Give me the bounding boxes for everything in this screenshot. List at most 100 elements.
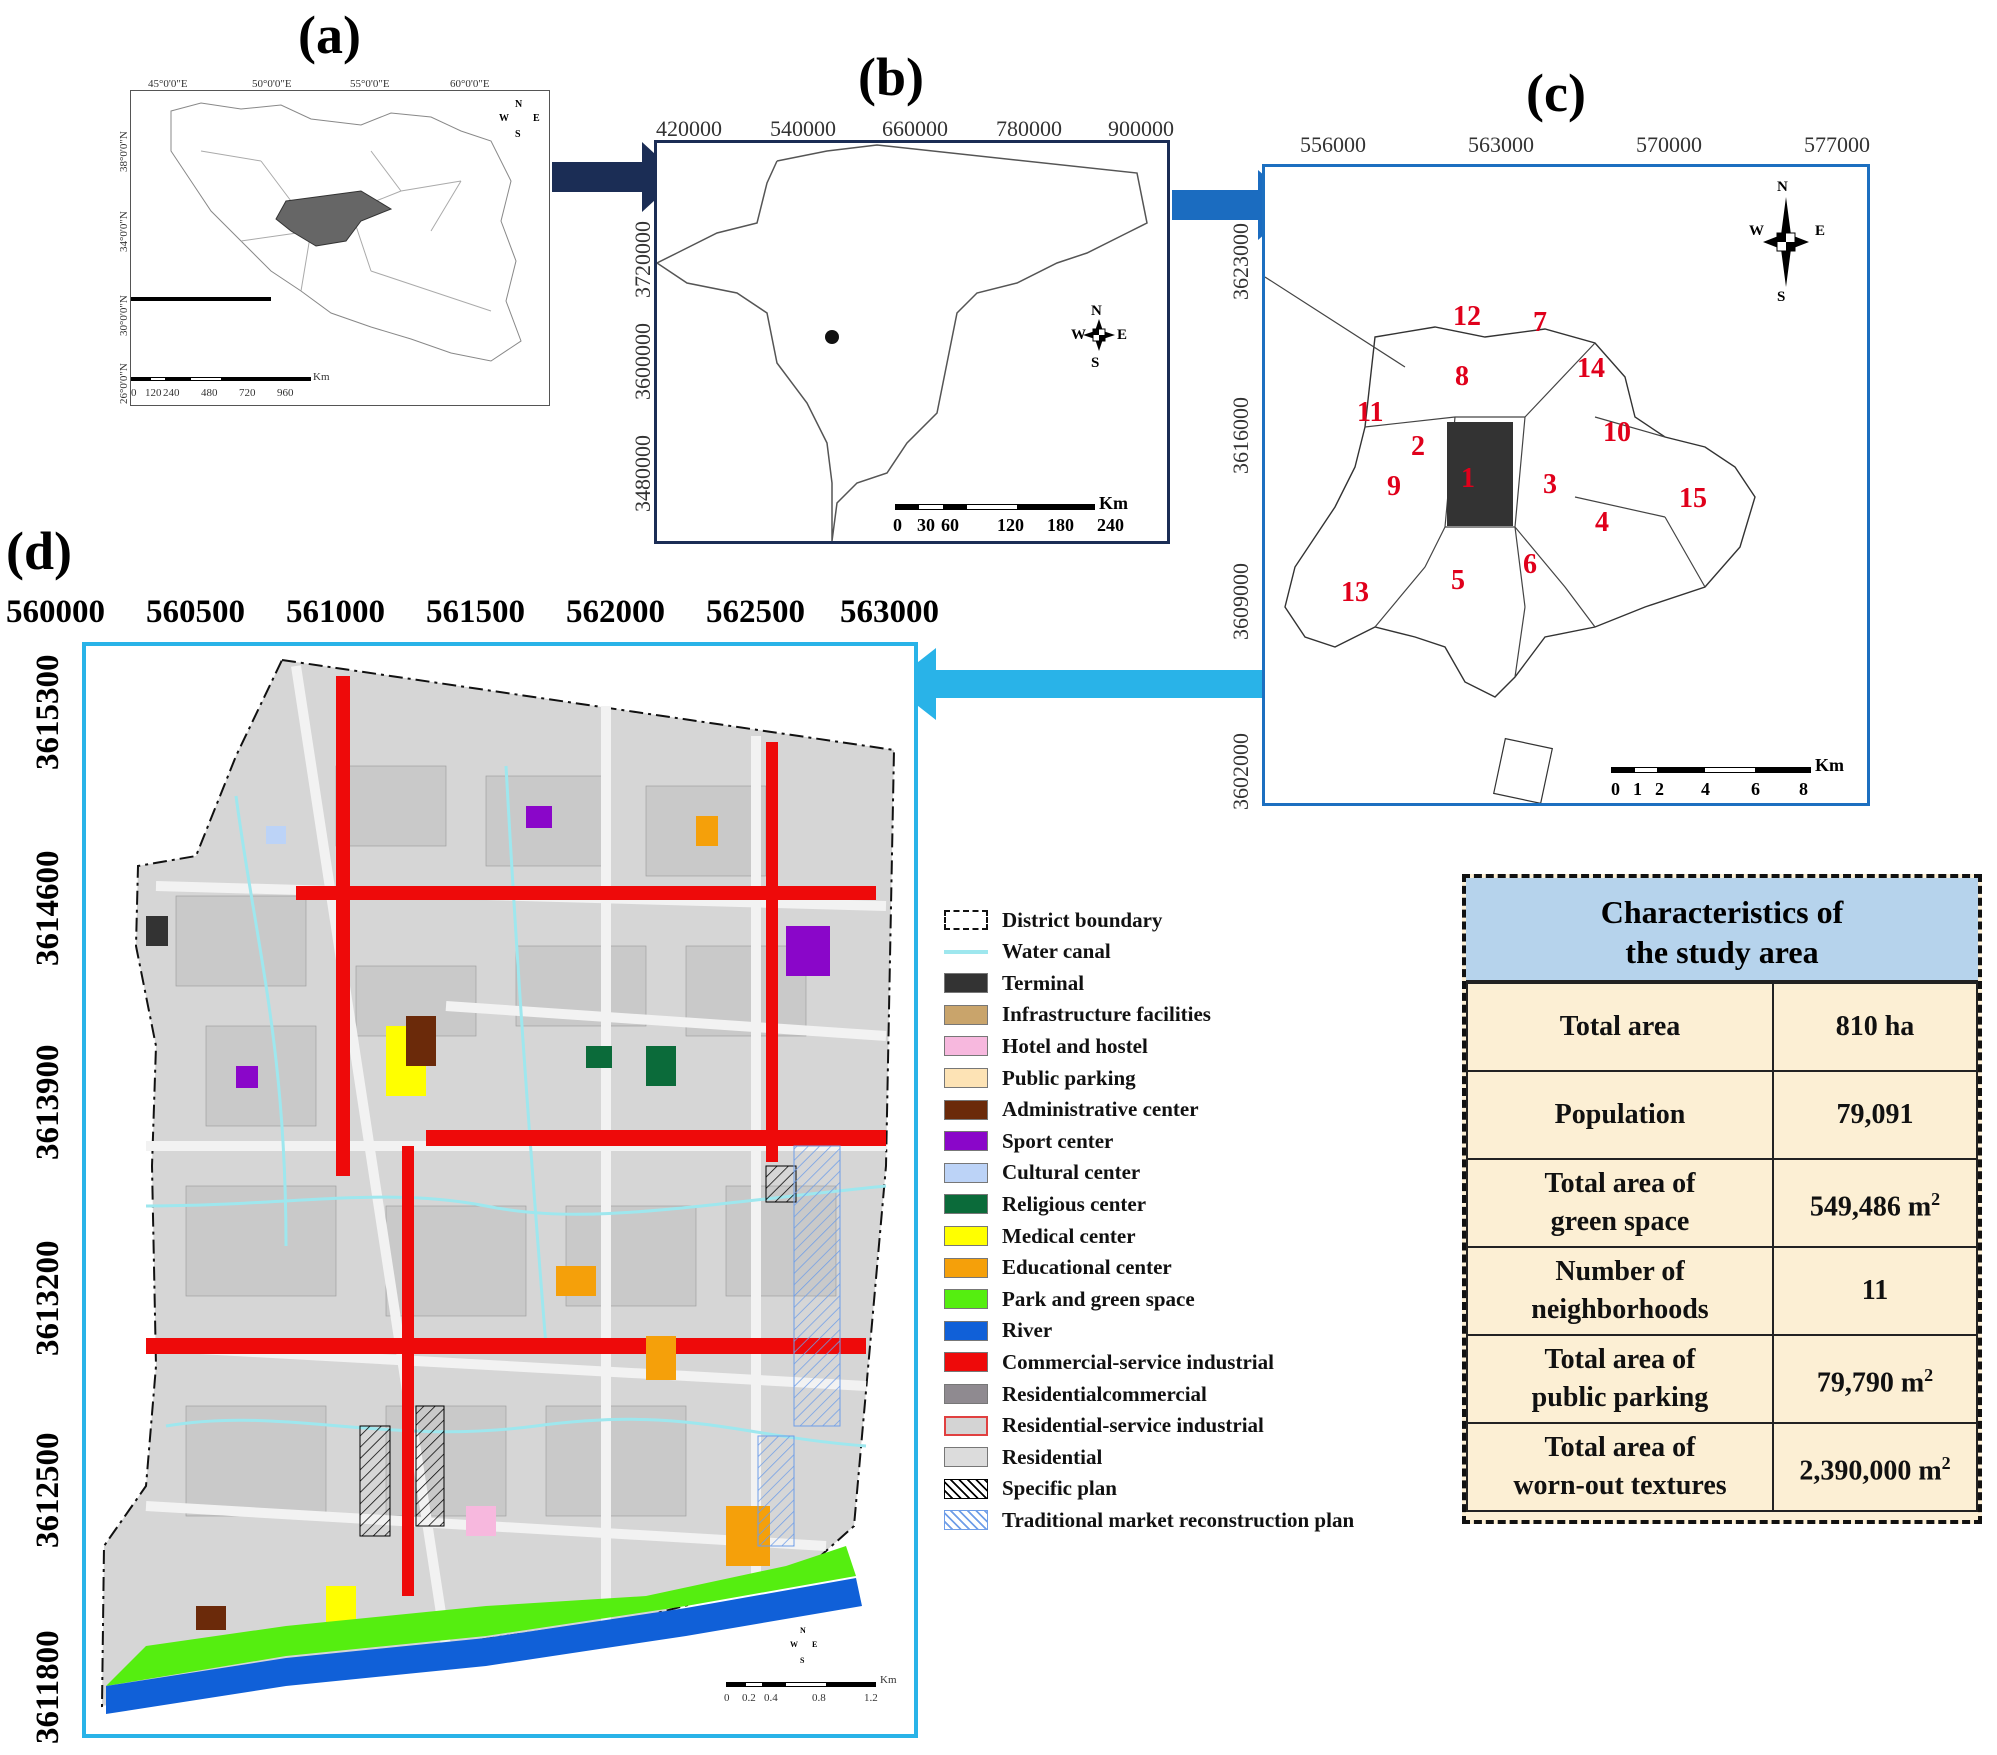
panel-label-d: (d) (6, 521, 72, 581)
coord-c-left-3: 3602000 (1228, 733, 1253, 810)
coord-a-top-0: 45°0'0"E (148, 78, 188, 90)
legend-swatch (944, 1004, 988, 1025)
legend-item: River (944, 1317, 1052, 1345)
district-label-2: 2 (1411, 431, 1425, 462)
characteristic-name: Population (1466, 1070, 1774, 1160)
legend-item: Cultural center (944, 1159, 1140, 1187)
legend-item: Hotel and hostel (944, 1032, 1148, 1060)
coord-b-top-4: 900000 (1108, 116, 1174, 141)
coord-d-top-2: 561000 (286, 594, 385, 630)
legend-item: Traditional market reconstruction plan (944, 1506, 1354, 1534)
legend-label: Medical center (1002, 1223, 1136, 1248)
legend-item: Medical center (944, 1222, 1136, 1250)
district-label-5: 5 (1451, 565, 1465, 596)
legend-item: Residential (944, 1443, 1102, 1471)
coord-c-left-2: 3609000 (1228, 563, 1253, 640)
legend-label: Infrastructure facilities (1002, 1002, 1211, 1027)
legend-swatch (944, 1478, 988, 1499)
legend-swatch (944, 1162, 988, 1183)
district-label-8: 8 (1455, 361, 1469, 392)
district-label-1: 1 (1461, 463, 1475, 494)
coord-b-top-1: 540000 (770, 116, 836, 141)
district-1-landuse-map (100, 658, 896, 1714)
legend-swatch (944, 1257, 988, 1278)
scale-unit-a: Km (313, 371, 330, 383)
characteristic-name: Total area (1466, 982, 1774, 1072)
legend-label: Educational center (1002, 1255, 1172, 1280)
characteristics-table: Characteristics of the study area Total … (1462, 874, 1982, 1524)
legend-item: District boundary (944, 906, 1162, 934)
coord-a-top-3: 60°0'0"E (450, 78, 490, 90)
scale-unit-b: Km (1099, 493, 1128, 513)
legend-swatch (944, 1068, 988, 1088)
panel-c-map: 1 2 3 4 5 6 7 8 9 10 11 12 13 14 15 N W … (1262, 164, 1870, 806)
legend-swatch (944, 1447, 988, 1468)
legend-item: Residentialcommercial (944, 1380, 1207, 1408)
legend-label: Residential-service industrial (1002, 1413, 1264, 1438)
legend-swatch (944, 910, 988, 930)
panel-d-map: N W E S Km 0 0.2 0.4 0.8 1.2 (82, 642, 918, 1738)
legend-item: Park and green space (944, 1285, 1195, 1313)
arrow-a-to-b (552, 142, 680, 212)
legend-label: Administrative center (1002, 1097, 1199, 1122)
legend-swatch (944, 1226, 988, 1246)
coord-d-top-0: 560000 (6, 594, 105, 630)
legend-swatch (944, 1352, 988, 1373)
coord-d-left-3: 3613200 (30, 1240, 66, 1357)
district-label-13: 13 (1341, 577, 1369, 608)
legend-item: Sport center (944, 1127, 1113, 1155)
district-label-12: 12 (1453, 301, 1481, 332)
legend-item: Public parking (944, 1064, 1136, 1092)
panel-a-map: N W E S Km 0 120 240 480 720 960 (130, 90, 550, 406)
legend-item: Residential-service industrial (944, 1412, 1264, 1440)
legend-label: Traditional market reconstruction plan (1002, 1507, 1355, 1532)
coord-d-top-3: 561500 (426, 594, 525, 630)
legend-swatch (944, 1510, 988, 1531)
coord-a-left-3: 26°0'0"N (118, 363, 130, 404)
coord-c-top-0: 556000 (1300, 132, 1366, 157)
coord-b-top-0: 420000 (656, 116, 722, 141)
district-label-7: 7 (1533, 307, 1547, 338)
legend-label: Residentialcommercial (1002, 1381, 1207, 1406)
arrow-c-to-d (890, 648, 1262, 720)
legend-label: Water canal (1002, 939, 1111, 964)
legend-item: Infrastructure facilities (944, 1001, 1211, 1029)
coord-d-top-5: 562500 (706, 594, 805, 630)
legend-swatch (944, 1320, 988, 1341)
legend-swatch (944, 1384, 988, 1404)
legend-swatch (944, 1131, 988, 1152)
legend-item: Specific plan (944, 1475, 1117, 1503)
legend-item: Terminal (944, 969, 1084, 997)
legend-swatch (944, 1415, 988, 1436)
characteristic-value: 2,390,000 m2 (1772, 1422, 1978, 1512)
district-label-6: 6 (1523, 549, 1537, 580)
panel-label-a: (a) (298, 5, 361, 65)
scale-unit-c: Km (1815, 755, 1844, 775)
district-label-14: 14 (1577, 353, 1605, 384)
panel-label-c: (c) (1526, 63, 1586, 123)
legend-label: Commercial-service industrial (1002, 1349, 1274, 1374)
district-label-4: 4 (1595, 507, 1609, 538)
legend-item: Educational center (944, 1254, 1172, 1282)
characteristic-value: 11 (1772, 1246, 1978, 1336)
coord-d-top-6: 563000 (840, 594, 939, 630)
legend-label: Public parking (1002, 1065, 1136, 1090)
coord-d-left-0: 3615300 (30, 654, 66, 771)
coord-b-left-1: 3600000 (630, 323, 655, 400)
panel-label-b: (b) (858, 47, 924, 107)
legend-label: Hotel and hostel (1002, 1033, 1148, 1058)
legend-label: Sport center (1002, 1128, 1114, 1153)
legend-item: Water canal (944, 938, 1111, 966)
coord-a-left-1: 34°0'0"N (118, 211, 130, 252)
coord-b-top-3: 780000 (996, 116, 1062, 141)
coord-a-top-1: 50°0'0"E (252, 78, 292, 90)
